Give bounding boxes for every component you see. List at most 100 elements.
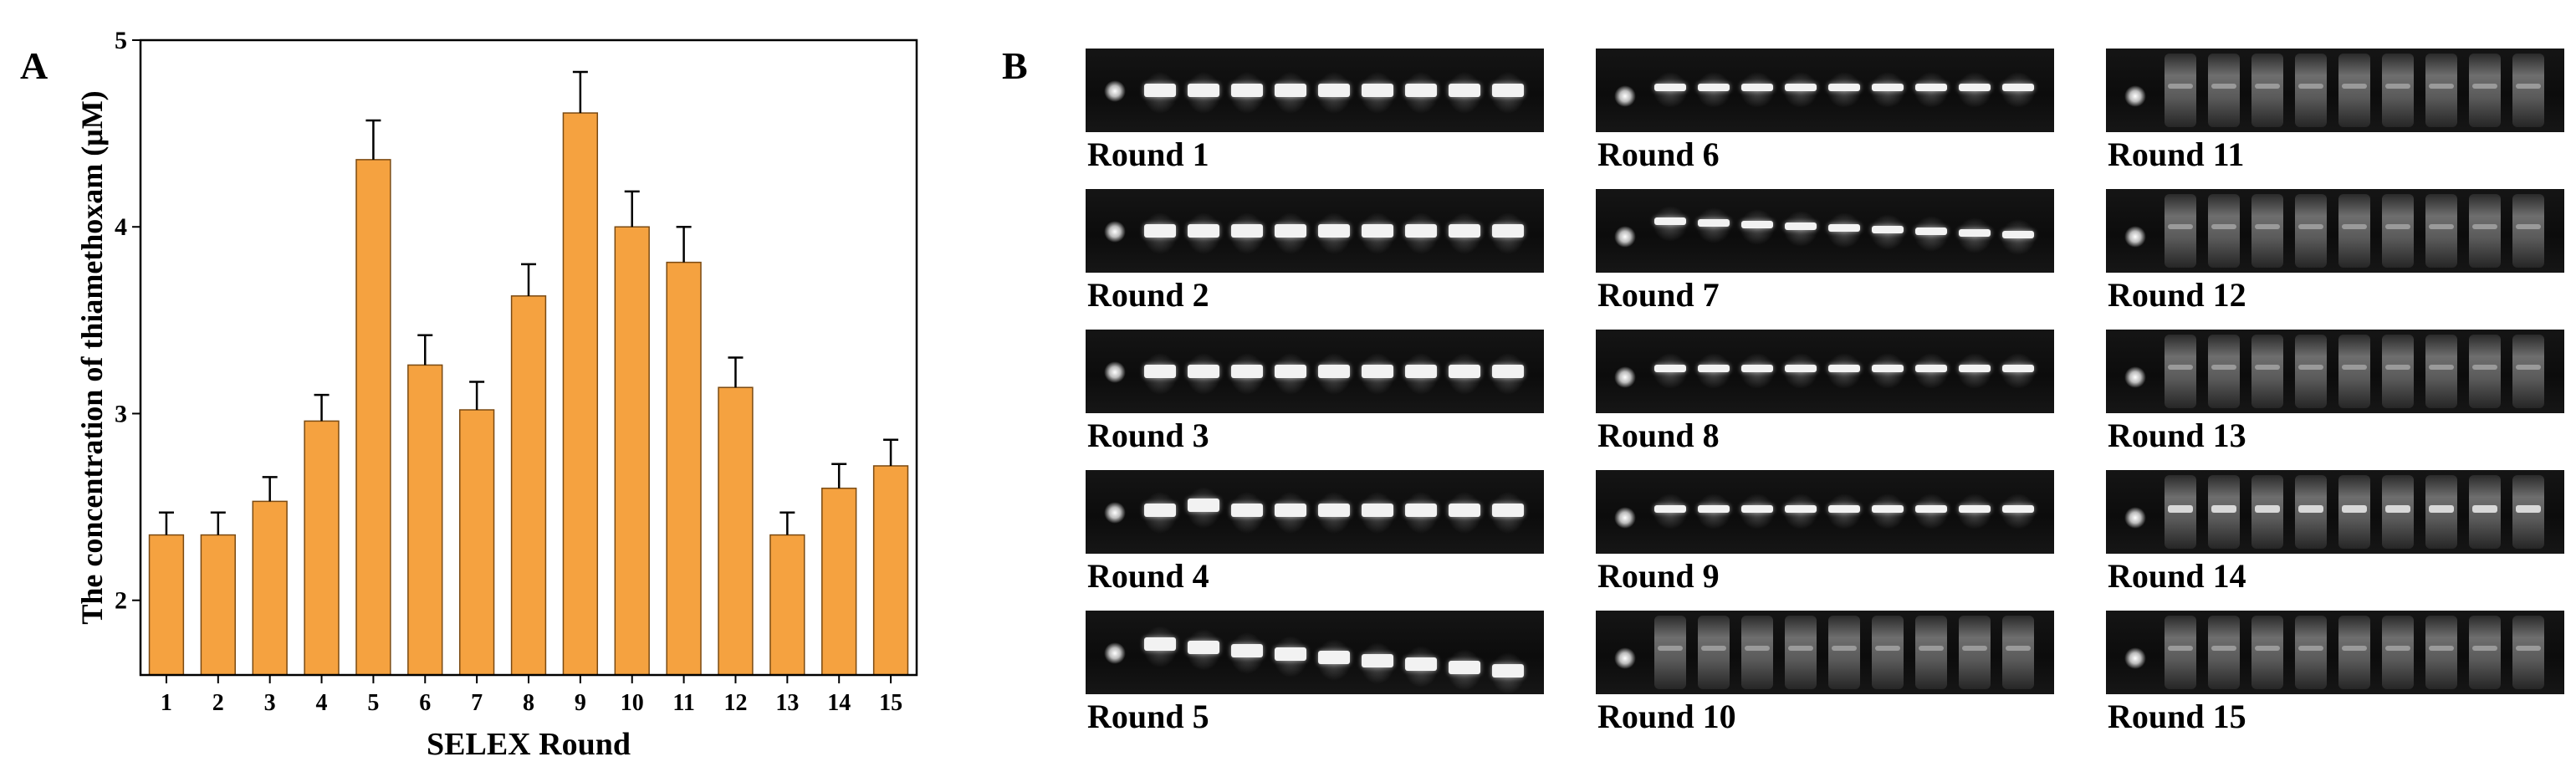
x-tick-label: 4 — [316, 690, 328, 716]
band — [1231, 84, 1263, 97]
gel-block: Round 13 — [2106, 330, 2564, 472]
band — [2168, 365, 2193, 370]
x-tick-label: 14 — [827, 690, 851, 716]
lane-smear — [1828, 616, 1860, 689]
gel-round-label: Round 3 — [1087, 417, 1209, 454]
band — [1962, 646, 1987, 651]
gel-block: Round 9 — [1596, 470, 2054, 612]
band — [1915, 365, 1947, 372]
band — [2002, 505, 2034, 513]
x-tick-label: 13 — [775, 690, 799, 716]
band — [1741, 365, 1773, 372]
band — [1405, 84, 1437, 97]
gel-image — [1086, 470, 1544, 554]
band — [1188, 365, 1219, 378]
band — [1828, 84, 1860, 91]
gel-block: Round 5 — [1086, 611, 1544, 753]
bar-round-1 — [148, 534, 185, 676]
gel-block: Round 10 — [1596, 611, 2054, 753]
band — [2342, 84, 2367, 89]
lane-smear — [2425, 194, 2457, 268]
marker-spot — [2124, 507, 2146, 529]
lane-smear — [2338, 616, 2370, 689]
x-axis-label: SELEX Round — [427, 727, 631, 762]
gel-round-label: Round 7 — [1597, 276, 1720, 314]
lane-smear — [2208, 194, 2240, 268]
band — [2385, 505, 2410, 513]
marker-spot — [1614, 226, 1636, 248]
band — [2429, 84, 2454, 89]
band — [1275, 84, 1306, 97]
gel-block: Round 4 — [1086, 470, 1544, 612]
band — [1318, 504, 1350, 517]
band — [1144, 504, 1176, 517]
marker-spot — [2124, 85, 2146, 107]
x-tick-label: 6 — [419, 690, 431, 716]
band — [1318, 84, 1350, 97]
band — [1492, 504, 1524, 517]
marker-spot — [1104, 502, 1126, 524]
lane-smear — [2165, 194, 2196, 268]
band — [2255, 84, 2280, 89]
band — [1654, 84, 1686, 91]
lane-smear — [2251, 194, 2283, 268]
band — [1275, 365, 1306, 378]
band — [2472, 84, 2497, 89]
lane-smear — [2382, 335, 2414, 408]
band — [1144, 84, 1176, 97]
band — [1144, 224, 1176, 238]
band — [2516, 365, 2541, 370]
bar-round-3 — [252, 500, 288, 676]
band — [1231, 224, 1263, 238]
band — [1698, 84, 1730, 91]
lane-smear — [2208, 616, 2240, 689]
bar-round-15 — [872, 465, 909, 676]
gel-image — [1596, 49, 2054, 132]
bar-round-6 — [407, 364, 443, 676]
band — [2298, 646, 2323, 651]
band — [2516, 646, 2541, 651]
bar-round-4 — [304, 420, 340, 676]
band — [1872, 84, 1904, 91]
x-tick-label: 1 — [161, 690, 172, 716]
band — [1919, 646, 1944, 651]
band — [1275, 504, 1306, 517]
band — [1318, 651, 1350, 664]
band — [1828, 505, 1860, 513]
band — [2429, 505, 2454, 513]
lane-smear — [2469, 335, 2501, 408]
band — [1698, 365, 1730, 372]
gel-round-label: Round 15 — [2108, 698, 2246, 735]
lane-smear — [2295, 54, 2327, 127]
bar-round-14 — [821, 488, 857, 676]
band — [1701, 646, 1726, 651]
lane-smear — [1741, 616, 1773, 689]
band — [1832, 646, 1857, 651]
marker-spot — [1104, 80, 1126, 102]
x-tick-label: 10 — [621, 690, 644, 716]
gel-round-label: Round 1 — [1087, 136, 1209, 173]
gel-block: Round 12 — [2106, 189, 2564, 331]
band — [1698, 505, 1730, 513]
lane-smear — [2338, 194, 2370, 268]
band — [1275, 224, 1306, 238]
bar-round-7 — [458, 409, 495, 676]
band — [1915, 84, 1947, 91]
y-tick-label: 5 — [115, 27, 127, 54]
lane-smear — [2338, 54, 2370, 127]
band — [1449, 365, 1480, 378]
band — [2342, 365, 2367, 370]
band — [1449, 504, 1480, 517]
gel-round-label: Round 4 — [1087, 557, 1209, 595]
lane-smear — [2251, 54, 2283, 127]
band — [1188, 84, 1219, 97]
lane-smear — [2295, 616, 2327, 689]
x-tick-label: 9 — [575, 690, 586, 716]
lane-smear — [1872, 616, 1904, 689]
gel-round-label: Round 6 — [1597, 136, 1720, 173]
band — [1144, 365, 1176, 378]
band — [1785, 365, 1817, 372]
band — [1144, 637, 1176, 651]
band — [1741, 221, 1773, 228]
gel-image — [1596, 330, 2054, 413]
